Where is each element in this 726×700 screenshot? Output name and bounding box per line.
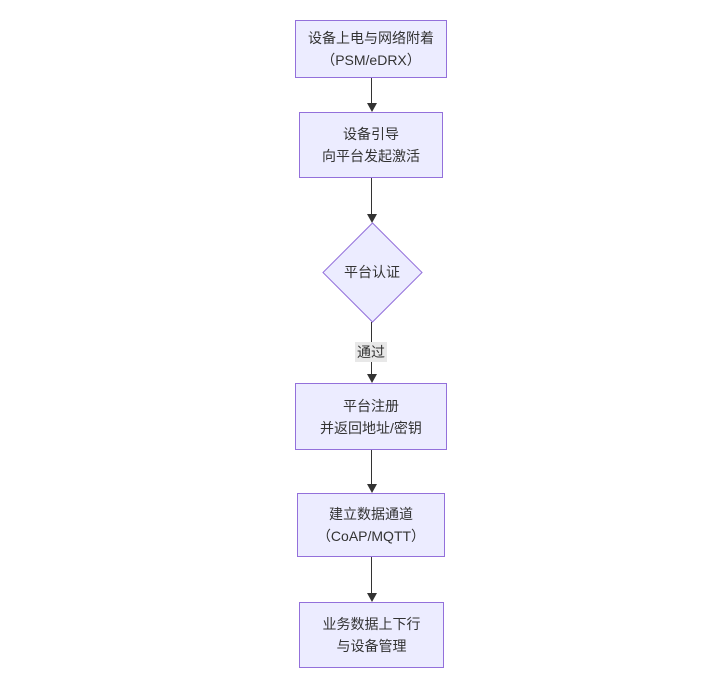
node-label-line: 设备上电与网络附着	[308, 30, 434, 46]
node-label-line: 向平台发起激活	[322, 148, 420, 164]
edge-arrow	[366, 450, 377, 493]
node-label-line: 业务数据上下行	[322, 616, 421, 632]
arrowhead-down-icon	[366, 214, 377, 223]
node-platform-register: 平台注册 并返回地址/密钥	[295, 383, 447, 450]
edge-arrow	[366, 78, 377, 112]
arrowhead-down-icon	[366, 484, 377, 493]
node-device-bootstrap-activate: 设备引导 向平台发起激活	[299, 112, 443, 178]
node-label-line: 并返回地址/密钥	[320, 419, 422, 436]
node-label-line: 与设备管理	[336, 638, 407, 654]
edge-line	[371, 78, 372, 104]
node-label-line: 平台认证	[344, 264, 400, 280]
edge-arrow	[366, 557, 377, 602]
edge-line	[371, 557, 372, 594]
arrowhead-down-icon	[366, 593, 377, 602]
edge-line	[371, 178, 372, 215]
node-device-power-network-attach: 设备上电与网络附着 （PSM/eDRX）	[295, 20, 447, 78]
node-label-line: （PSM/eDRX）	[321, 52, 421, 68]
node-label-line: 设备引导	[343, 126, 399, 142]
edge-arrow	[366, 178, 377, 223]
node-label-line: 建立数据通道	[329, 506, 413, 522]
arrowhead-down-icon	[366, 374, 377, 383]
arrowhead-down-icon	[366, 103, 377, 112]
node-establish-data-channel: 建立数据通道 （CoAP/MQTT）	[297, 493, 445, 557]
edge-line	[371, 450, 372, 485]
node-business-data-device-mgmt: 业务数据上下行 与设备管理	[299, 602, 444, 668]
node-label-line: （CoAP/MQTT）	[316, 528, 426, 544]
node-label-line: 平台注册	[343, 397, 399, 414]
decision-platform-auth: 平台认证	[321, 221, 423, 323]
edge-label-pass: 通过	[355, 342, 387, 362]
